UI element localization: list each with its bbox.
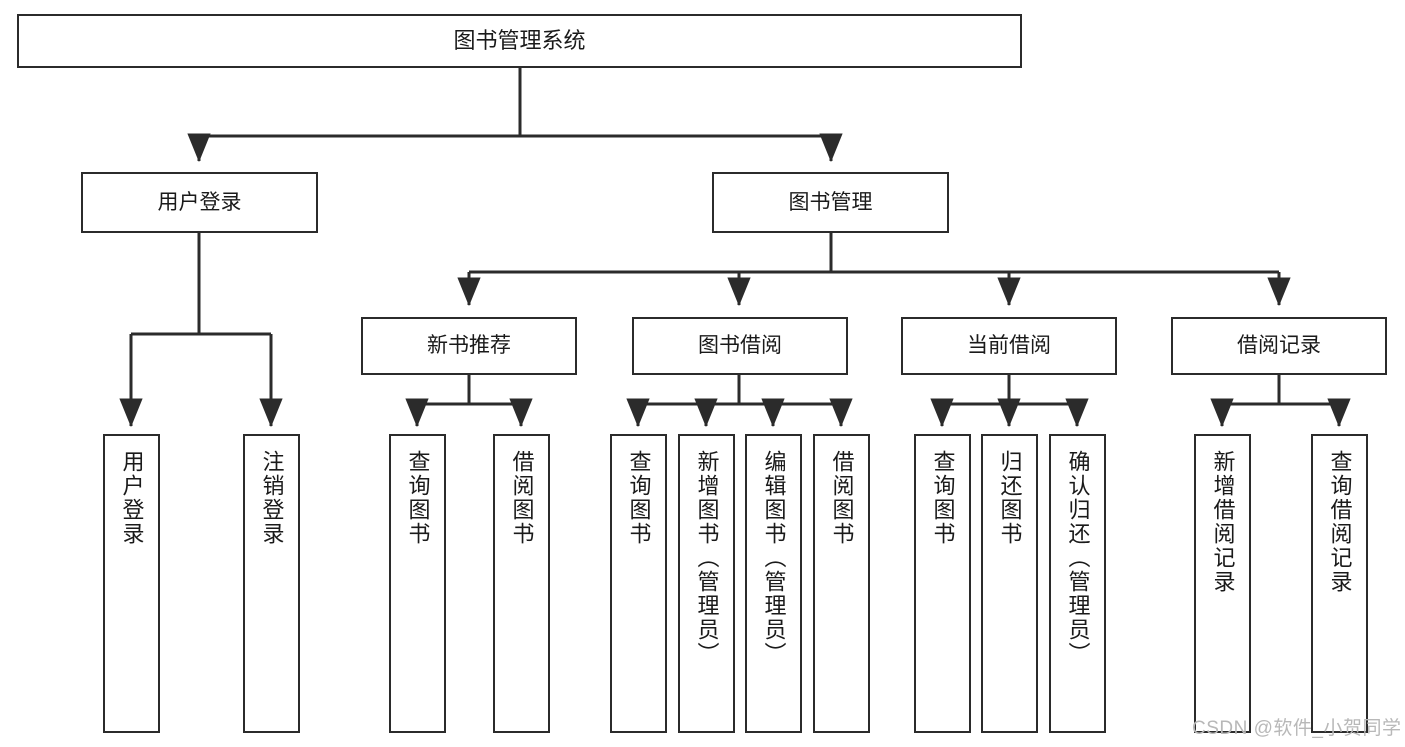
leaf-add-book-admin[interactable]: 新增图书（管理员） (678, 434, 735, 733)
node-label: 用户登录 (119, 450, 145, 546)
leaf-query-book-recommend[interactable]: 查询图书 (389, 434, 446, 733)
node-label: 查询图书 (626, 450, 652, 546)
node-borrow-record[interactable]: 借阅记录 (1171, 317, 1387, 375)
leaf-logout-login[interactable]: 注销登录 (243, 434, 300, 733)
node-user-login[interactable]: 用户登录 (81, 172, 318, 233)
leaf-confirm-return-admin[interactable]: 确认归还（管理员） (1049, 434, 1106, 733)
csdn-watermark: CSDN @软件_小贺同学 (1192, 718, 1402, 739)
node-label: 新增图书（管理员） (694, 450, 720, 666)
node-label: 借阅图书 (829, 450, 855, 546)
node-label: 查询图书 (930, 450, 956, 546)
node-label: 归还图书 (997, 450, 1023, 546)
leaf-return-book[interactable]: 归还图书 (981, 434, 1038, 733)
node-book-management[interactable]: 图书管理 (712, 172, 949, 233)
node-label: 用户登录 (157, 190, 242, 214)
node-root-system[interactable]: 图书管理系统 (17, 14, 1022, 68)
node-label: 图书借阅 (698, 334, 782, 358)
leaf-query-borrow-record[interactable]: 查询借阅记录 (1311, 434, 1368, 733)
node-label: 注销登录 (259, 450, 285, 546)
node-label: 当前借阅 (967, 334, 1051, 358)
leaf-query-book-borrow[interactable]: 查询图书 (610, 434, 667, 733)
node-current-borrow[interactable]: 当前借阅 (901, 317, 1117, 375)
node-label: 图书管理系统 (453, 27, 586, 53)
leaf-borrow-book-recommend[interactable]: 借阅图书 (493, 434, 550, 733)
node-label: 查询图书 (405, 450, 431, 546)
node-label: 新书推荐 (427, 334, 511, 358)
node-book-borrow[interactable]: 图书借阅 (632, 317, 848, 375)
leaf-add-borrow-record[interactable]: 新增借阅记录 (1194, 434, 1251, 733)
leaf-query-book-current[interactable]: 查询图书 (914, 434, 971, 733)
node-label: 确认归还（管理员） (1065, 450, 1091, 666)
leaf-borrow-book-borrow[interactable]: 借阅图书 (813, 434, 870, 733)
leaf-user-login[interactable]: 用户登录 (103, 434, 160, 733)
leaf-edit-book-admin[interactable]: 编辑图书（管理员） (745, 434, 802, 733)
node-label: 新增借阅记录 (1210, 450, 1236, 594)
node-label: 借阅图书 (509, 450, 535, 546)
node-new-book-recommend[interactable]: 新书推荐 (361, 317, 577, 375)
node-label: 查询借阅记录 (1327, 450, 1353, 594)
node-label: 编辑图书（管理员） (761, 450, 787, 666)
node-label: 图书管理 (788, 190, 873, 214)
node-label: 借阅记录 (1237, 334, 1321, 358)
